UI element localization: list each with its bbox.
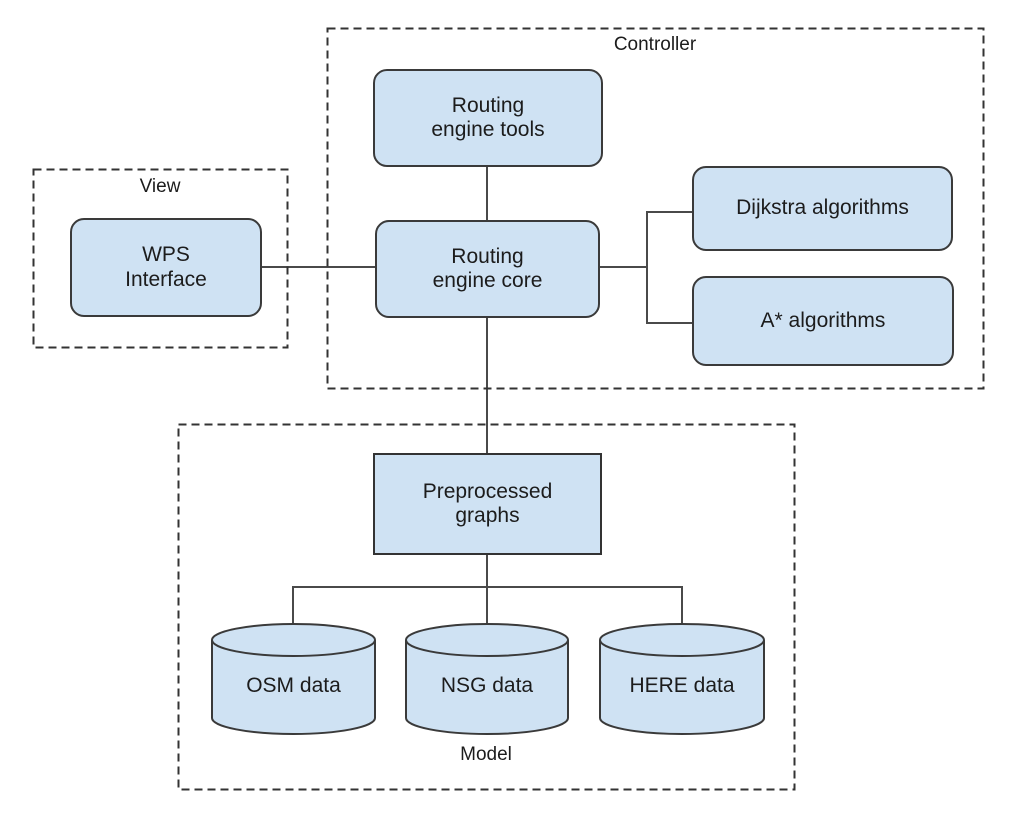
node-a-star-algorithms-label: A* algorithms [760, 308, 886, 332]
node-routing-engine-core: Routing engine core [375, 220, 600, 318]
node-dijkstra-algorithms-label: Dijkstra algorithms [736, 196, 909, 220]
node-dijkstra-algorithms: Dijkstra algorithms [692, 166, 953, 251]
view-region-label: View [139, 176, 181, 197]
nsg-cylinder-top [405, 623, 569, 657]
osm-cylinder-body [211, 640, 376, 735]
controller-region-outline [326, 27, 985, 390]
view-region-outline [32, 168, 289, 349]
nsg-datastore-label: NSG data [440, 674, 534, 697]
here-datastore-label: HERE data [629, 674, 735, 697]
node-routing-engine-tools-label: Routing engine tools [431, 93, 545, 141]
controller-region-label: Controller [613, 34, 697, 55]
node-wps-interface: WPS Interface [70, 218, 262, 317]
connector-core-algorithms-branch [646, 211, 692, 324]
node-a-star-algorithms: A* algorithms [692, 276, 954, 366]
node-preprocessed-graphs: Preprocessed graphs [373, 453, 602, 555]
connector-preprocessed-osm-here-hub [292, 586, 683, 624]
node-routing-engine-tools: Routing engine tools [373, 69, 603, 167]
model-region-outline [177, 423, 796, 791]
node-preprocessed-graphs-label: Preprocessed graphs [422, 479, 553, 527]
node-wps-interface-label: WPS Interface [125, 243, 207, 291]
model-region-label: Model [460, 744, 512, 765]
here-cylinder-top [599, 623, 765, 657]
nsg-cylinder-body [405, 640, 569, 735]
node-routing-engine-core-label: Routing engine core [432, 244, 543, 292]
here-cylinder-body [599, 640, 765, 735]
osm-datastore-label: OSM data [246, 674, 341, 697]
osm-cylinder-top [211, 623, 376, 657]
